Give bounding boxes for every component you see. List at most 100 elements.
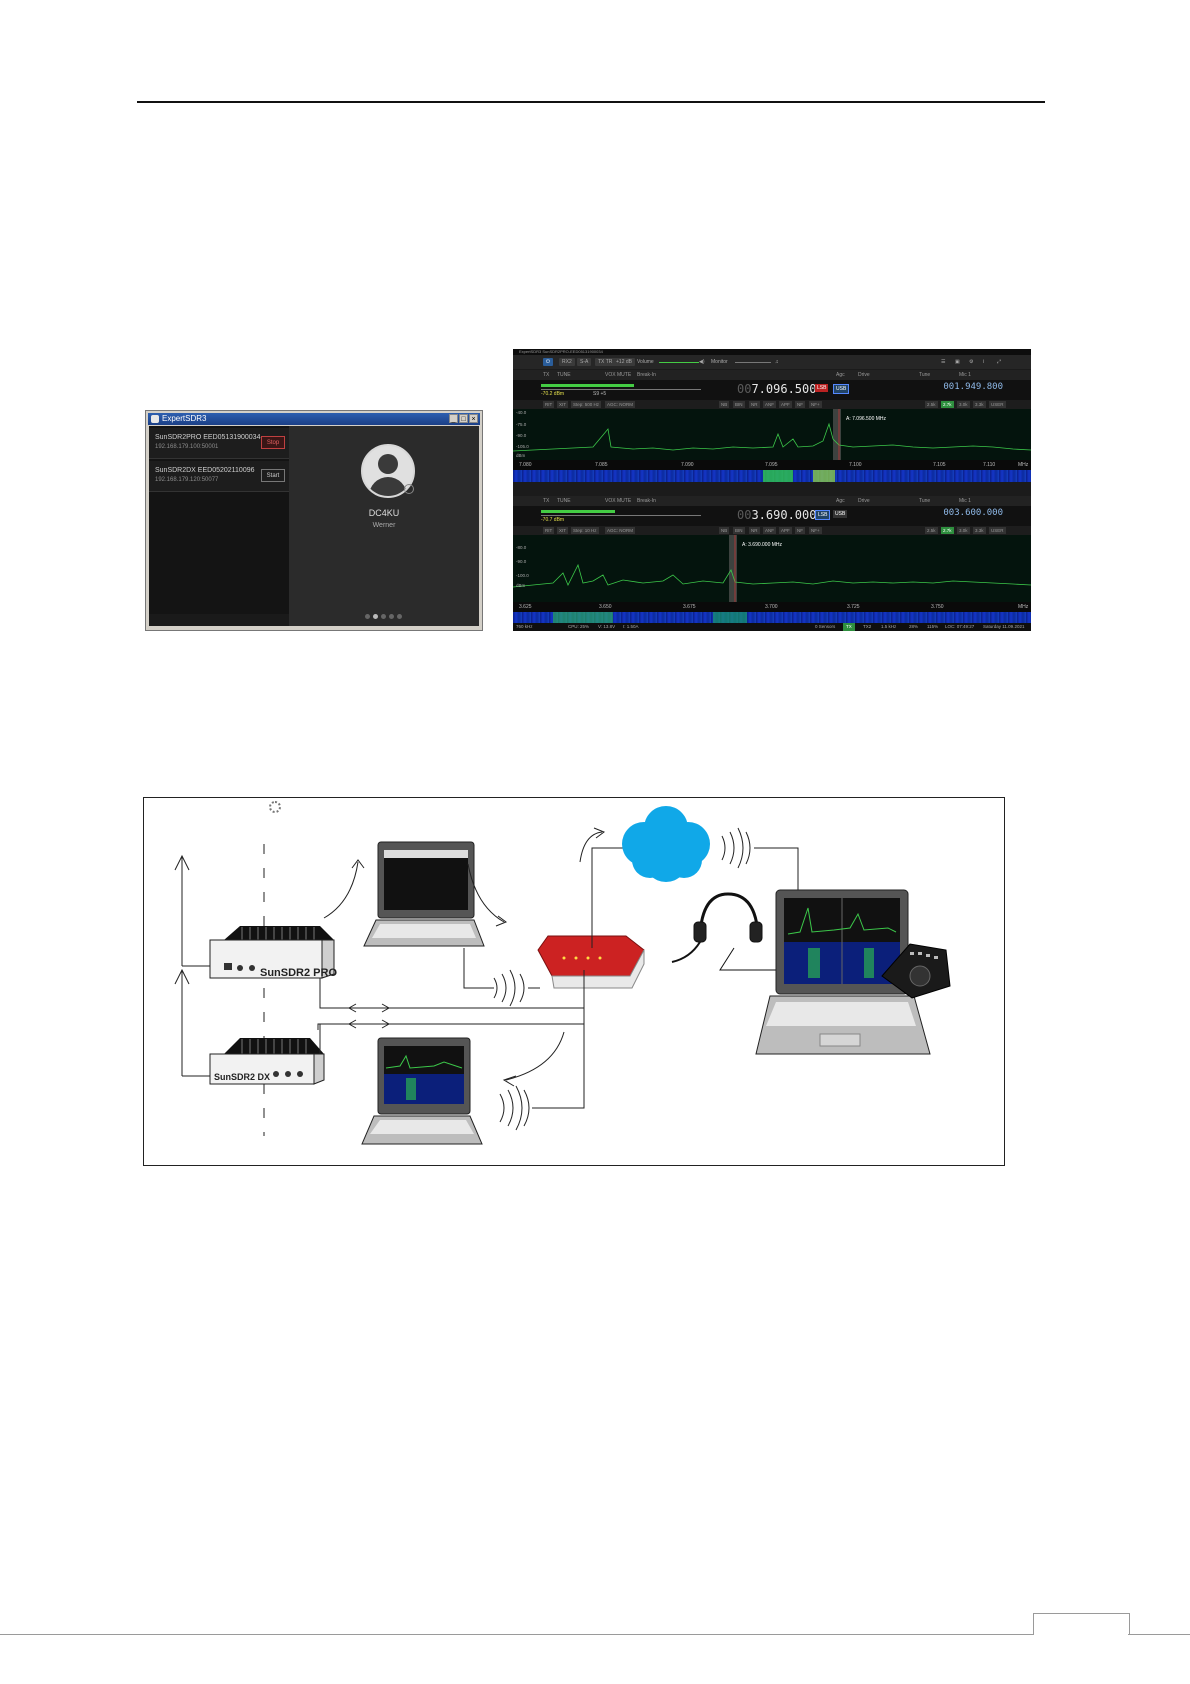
fullscreen-icon[interactable]: ⤢	[997, 359, 1002, 365]
rx1-passband	[833, 409, 841, 460]
apf-button[interactable]: APF	[779, 401, 792, 408]
bw-button[interactable]: 3.0k	[957, 401, 970, 408]
page-dot[interactable]	[389, 614, 394, 619]
vfo-frequency-value: 3.690.000	[751, 508, 817, 522]
txtr-button[interactable]: TX TR	[595, 358, 616, 366]
rx1-spectrum[interactable]: A: 7.096.500 MHz -40.0 -75.0 -90.0 -105.…	[513, 409, 1031, 460]
minimize-button[interactable]: _	[449, 414, 458, 423]
xit-button[interactable]: XIT	[557, 401, 569, 408]
nr-button[interactable]: NR	[749, 401, 760, 408]
status-item: 760 kHz	[516, 624, 533, 629]
sub-frequency[interactable]: 001.949.800	[943, 382, 1003, 392]
page-dot[interactable]	[365, 614, 370, 619]
laptop-bottom	[361, 1037, 483, 1145]
footer-rule-right	[1128, 1634, 1190, 1635]
device-item[interactable]: SunSDR2DX EED05202110096 192.168.179.120…	[149, 461, 289, 492]
rx2-waterfall[interactable]	[513, 612, 1031, 623]
mode-lsb[interactable]: LSB	[815, 510, 831, 520]
dbm-label: -40.0	[516, 410, 527, 415]
device-item[interactable]: SunSDR2PRO EED05131900034 192.168.179.10…	[149, 428, 289, 459]
headphones-icon[interactable]: ♫	[775, 359, 779, 365]
monitor-slider[interactable]	[735, 362, 771, 363]
agc-button[interactable]: AGC: NORM	[605, 527, 636, 534]
page-dot[interactable]	[381, 614, 386, 619]
nf-button[interactable]: NF	[795, 401, 805, 408]
mute-button[interactable]: MUTE	[617, 372, 632, 378]
tx-button[interactable]: TX	[543, 372, 550, 378]
nfplus-button[interactable]: NF+	[809, 401, 822, 408]
tune-button[interactable]: TUNE	[557, 498, 571, 504]
step-button[interactable]: Step: 10 Hz	[571, 527, 599, 534]
vox-button[interactable]: VOX	[605, 498, 616, 504]
nb-button[interactable]: NB	[719, 527, 730, 534]
maximize-button[interactable]: □	[459, 414, 468, 423]
gear-icon[interactable]: ⚙	[969, 359, 974, 365]
bw-button[interactable]: 3.0k	[957, 527, 970, 534]
bw-button[interactable]: 2.5k	[925, 527, 938, 534]
network-diagram-canvas: SunSDR2 PRO SunSDR2 DX	[174, 806, 951, 1145]
volume-slider[interactable]	[659, 362, 699, 363]
display-icon[interactable]: ▣	[955, 359, 960, 365]
bw-button[interactable]: 3.3k	[973, 401, 986, 408]
step-button[interactable]: Step: 500 Hz	[571, 401, 602, 408]
sa-button[interactable]: S-A	[577, 358, 592, 366]
power-button[interactable]: ⏻	[543, 358, 553, 366]
mute-button[interactable]: MUTE	[617, 498, 632, 504]
bw-button[interactable]: 2.5k	[925, 401, 938, 408]
mode-lsb[interactable]: LSB	[815, 384, 829, 392]
rx2-readout: -70.7 dBm 003.690.000 LSB USB 003.600.00…	[513, 506, 1031, 526]
breakin-button[interactable]: Break-In	[637, 498, 656, 504]
rx2-spectrum[interactable]: A: 3.690.000 MHz -80.0 -90.0 -100.0 dBm	[513, 535, 1031, 602]
bw-button-active[interactable]: 2.7k	[941, 527, 954, 534]
anf-button[interactable]: ANF	[763, 527, 776, 534]
vfo-frequency[interactable]: 007.096.500	[737, 382, 816, 396]
rx2-passband	[729, 535, 737, 602]
bw-button-active[interactable]: 2.7k	[941, 401, 954, 408]
rx2-button[interactable]: RX2	[559, 358, 575, 366]
start-button[interactable]: Start	[261, 469, 285, 482]
mode-usb[interactable]: USB	[833, 510, 848, 518]
bw-user-button[interactable]: USER	[989, 527, 1006, 534]
tx-button[interactable]: TX	[543, 498, 550, 504]
s-units: S9 +5	[593, 391, 607, 397]
vox-button[interactable]: VOX	[605, 372, 616, 378]
gear-icon[interactable]	[269, 801, 281, 813]
rx1-frequency-axis: 7.080 7.085 7.090 7.095 7.100 7.105 7.11…	[513, 460, 1031, 470]
status-tx[interactable]: TX	[843, 623, 855, 631]
nb-button[interactable]: NB	[719, 401, 730, 408]
close-button[interactable]: ×	[469, 414, 478, 423]
nf-button[interactable]: NF	[795, 527, 805, 534]
rit-button[interactable]: RIT	[543, 401, 555, 408]
bin-button[interactable]: BIN	[733, 401, 745, 408]
tune-button[interactable]: TUNE	[557, 372, 571, 378]
menu-icon[interactable]: ☰	[941, 359, 946, 365]
bin-button[interactable]: BIN	[733, 527, 745, 534]
tune-level-label: Tune	[919, 498, 931, 504]
check-icon	[404, 484, 414, 494]
vfo-frequency[interactable]: 003.690.000	[737, 508, 816, 522]
nfplus-button[interactable]: NF+	[809, 527, 822, 534]
device-label: SunSDR2 PRO	[260, 967, 337, 979]
anf-button[interactable]: ANF	[763, 401, 776, 408]
status-item: 28%	[909, 624, 919, 629]
signal-level: -70.2 dBm	[541, 391, 565, 397]
page-dot-active[interactable]	[373, 614, 378, 619]
xit-button[interactable]: XIT	[557, 527, 569, 534]
bw-button[interactable]: 3.3k	[973, 527, 986, 534]
info-icon[interactable]: i	[983, 359, 985, 365]
apf-button[interactable]: APF	[779, 527, 792, 534]
rx1-waterfall[interactable]	[513, 470, 1031, 482]
launcher-title: ExpertSDR3	[162, 414, 207, 423]
mode-usb[interactable]: USB	[833, 384, 850, 394]
agc-button[interactable]: AGC: NORM	[605, 401, 636, 408]
sub-frequency[interactable]: 003.600.000	[943, 508, 1003, 518]
page-dot[interactable]	[397, 614, 402, 619]
breakin-button[interactable]: Break-In	[637, 372, 656, 378]
bw-user-button[interactable]: USER	[989, 401, 1006, 408]
gain-button[interactable]: +12 dB	[613, 358, 635, 366]
stop-button[interactable]: Stop	[261, 436, 285, 449]
rit-button[interactable]: RIT	[543, 527, 555, 534]
speaker-icon[interactable]: ◀)	[699, 359, 705, 365]
nr-button[interactable]: NR	[749, 527, 760, 534]
waterfall-signal	[813, 470, 835, 482]
